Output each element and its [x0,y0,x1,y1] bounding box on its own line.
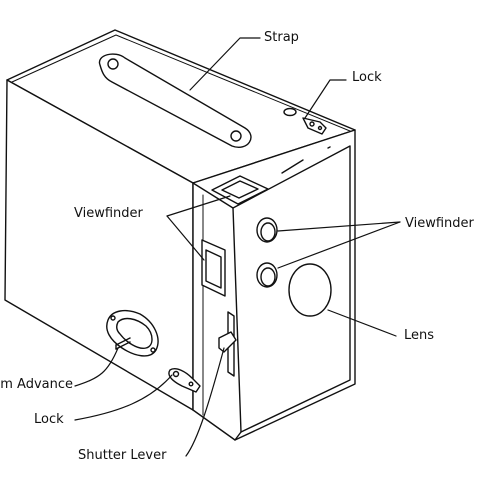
leader-viewfinder-side [166,215,205,261]
label-lock-top: Lock [352,70,382,85]
viewfinder-front-parts [256,217,278,288]
label-shutter-lever: Shutter Lever [78,448,167,463]
leader-viewfinder-front-2 [277,221,401,269]
lock-top-part [283,107,327,135]
shutter-lever-part [218,311,237,377]
leader-lock-side [74,374,173,421]
lens-part [288,263,332,317]
label-viewfinder-left: Viewfinder [74,206,143,221]
label-viewfinder-right: Viewfinder [405,216,474,231]
leader-viewfinder-top [166,195,231,217]
label-strap: Strap [264,30,299,45]
leader-shutter-lever [185,347,225,457]
leader-film-advance [74,347,119,387]
label-lens: Lens [404,328,435,343]
strap [98,53,252,148]
leader-lock-top [304,79,347,119]
leader-lens [327,309,397,337]
label-lock-side: Lock [34,412,64,427]
top-slot [281,159,304,174]
lock-side-part [168,368,201,393]
viewfinder-side-part [201,239,226,297]
leader-strap [189,37,261,91]
leader-viewfinder-front-1 [277,221,401,232]
label-film-advance: Film Advance [0,377,73,393]
label-film-advance-text: Film Advance [0,377,73,392]
top-mark [327,146,331,149]
film-advance-part [106,309,159,357]
leader-lines [74,37,401,457]
